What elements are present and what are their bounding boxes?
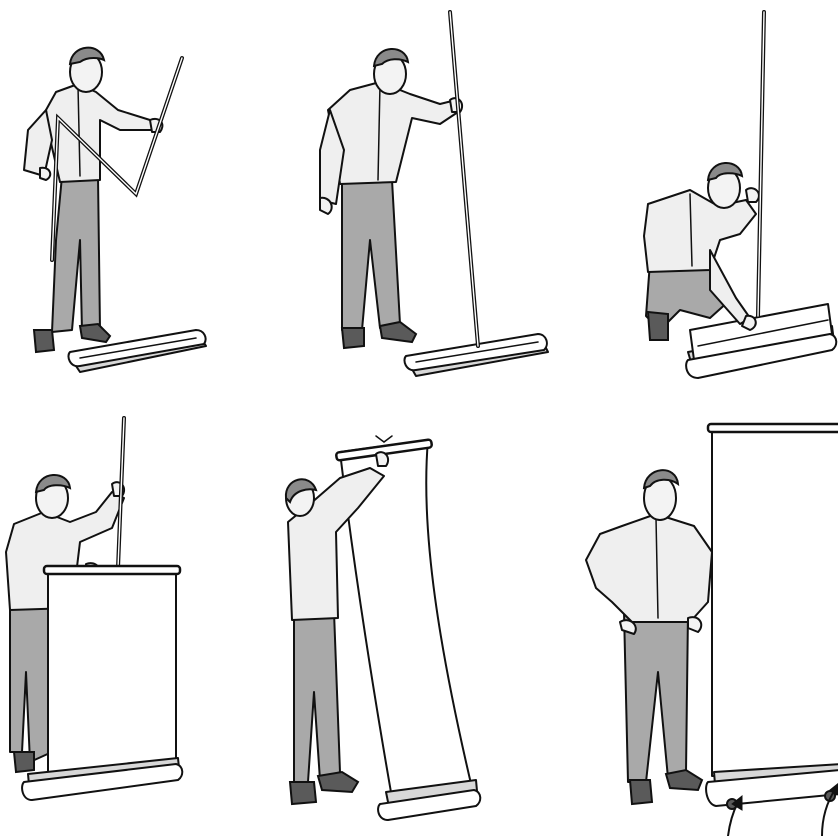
step-2-illustration <box>280 0 560 400</box>
person-figure <box>320 49 462 348</box>
banner-base <box>706 764 838 809</box>
step-2-panel <box>280 0 560 400</box>
person-figure <box>586 470 712 804</box>
step-5-panel <box>280 412 560 836</box>
step-6-panel <box>560 412 838 836</box>
step-1-panel <box>0 0 280 400</box>
pole <box>450 12 478 346</box>
step-6-illustration <box>560 412 838 836</box>
step-4-illustration <box>0 412 280 836</box>
step-1-illustration <box>0 0 280 400</box>
pole <box>758 12 764 316</box>
step-5-illustration <box>280 412 560 836</box>
banner-graphic <box>44 566 180 780</box>
step-3-panel <box>560 0 838 400</box>
step-4-panel <box>0 412 280 836</box>
person-figure <box>24 48 162 352</box>
banner-graphic <box>708 424 838 776</box>
person-figure <box>644 163 759 340</box>
step-3-illustration <box>560 0 838 400</box>
